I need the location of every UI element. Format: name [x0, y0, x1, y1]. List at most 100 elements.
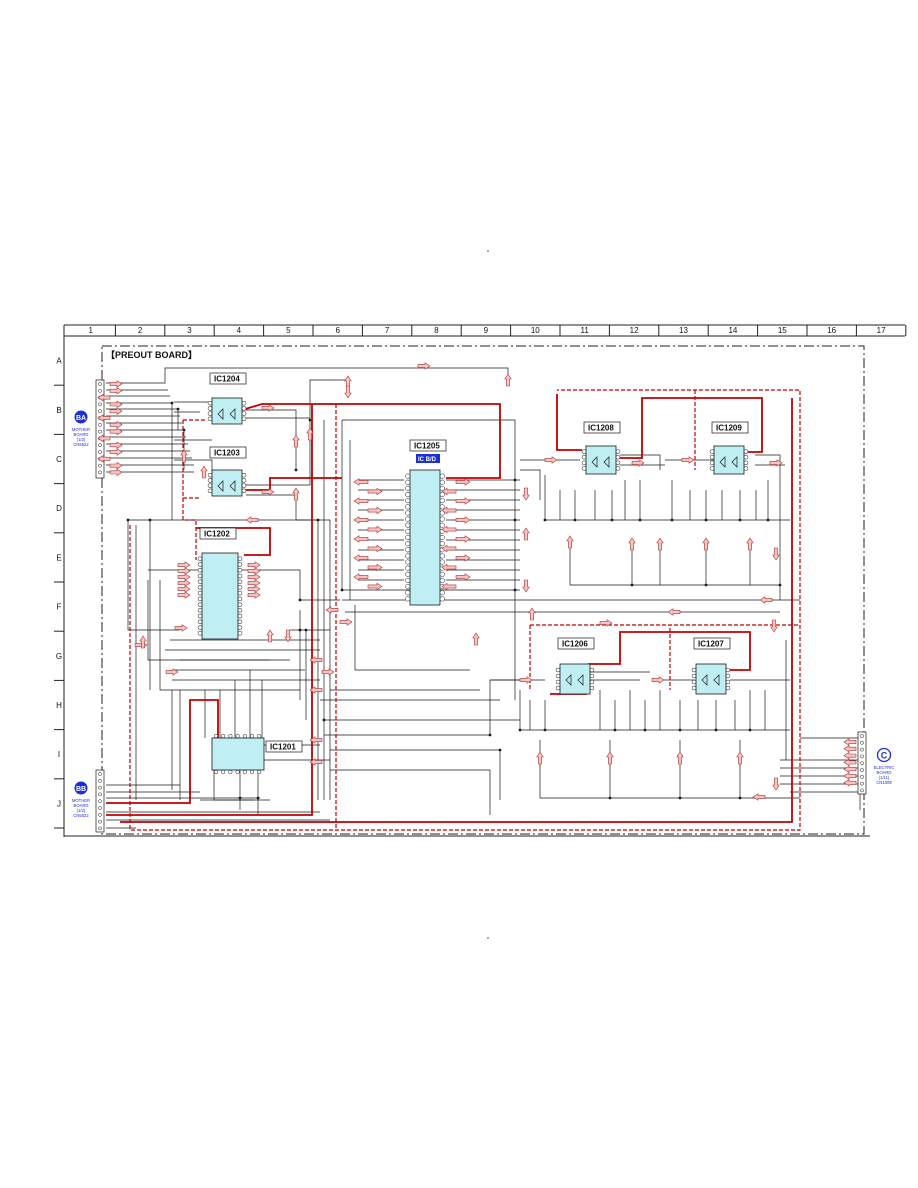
column-label-12: 12: [630, 326, 639, 335]
signal-arrow: [522, 487, 530, 501]
column-label-5: 5: [286, 326, 291, 335]
signal-arrow: [843, 772, 857, 780]
signal-arrow: [472, 632, 480, 646]
ic1201-label: IC1201: [265, 740, 303, 753]
signal-arrow: [247, 591, 261, 599]
signal-arrow: [109, 421, 123, 429]
signal-arrow: [628, 537, 636, 551]
signal-arrow: [631, 459, 645, 467]
column-label-7: 7: [385, 326, 390, 335]
signal-arrow: [455, 516, 471, 524]
svg-text:MOTHER: MOTHER: [72, 427, 90, 432]
signal-arrow: [177, 579, 191, 587]
signal-arrow: [177, 591, 191, 599]
row-label-H: H: [56, 701, 62, 710]
connector-c: C ELECTRIC BOARD (1/11) CN1008: [857, 731, 894, 795]
row-label-D: D: [56, 504, 62, 513]
row-label-F: F: [57, 603, 62, 612]
row-label-C: C: [56, 455, 62, 464]
signal-arrow: [441, 563, 457, 572]
signal-arrow: [339, 618, 353, 626]
signal-arrow: [455, 554, 471, 562]
signal-arrow: [367, 582, 383, 591]
svg-text:(1/11): (1/11): [879, 775, 890, 780]
ic1205-sublabel: IC B/D: [416, 454, 440, 463]
svg-text:IC1208: IC1208: [588, 424, 614, 433]
column-label-6: 6: [335, 326, 340, 335]
svg-text:BA: BA: [76, 415, 86, 422]
svg-text:IC1206: IC1206: [562, 640, 588, 649]
row-label-G: G: [56, 652, 62, 661]
svg-text:CN5522: CN5522: [73, 813, 89, 818]
signal-arrow: [344, 385, 352, 399]
signal-arrow: [174, 624, 188, 632]
signal-arrow: [325, 606, 339, 614]
signal-arrow: [109, 441, 123, 449]
column-label-17: 17: [877, 326, 886, 335]
signal-arrow: [261, 488, 275, 496]
svg-text:IC B/D: IC B/D: [418, 457, 437, 463]
column-label-10: 10: [531, 326, 540, 335]
signal-arrows: [97, 362, 857, 801]
signal-arrow: [180, 449, 188, 463]
signal-arrow: [455, 535, 471, 543]
signal-arrow: [134, 641, 148, 649]
signal-arrow: [367, 506, 383, 515]
signal-arrow: [177, 561, 191, 569]
ic1205-body: [409, 469, 441, 606]
signal-arrow: [109, 400, 123, 409]
signal-arrow: [177, 573, 191, 581]
signal-arrow: [165, 668, 179, 676]
signal-arrow: [843, 745, 857, 753]
signal-arrow: [367, 544, 383, 553]
signal-arrow: [367, 563, 383, 572]
row-label-A: A: [56, 357, 62, 366]
signal-arrow: [544, 456, 558, 464]
signal-arrow: [769, 459, 783, 467]
signal-arrow: [353, 535, 369, 543]
row-label-I: I: [58, 750, 60, 759]
svg-text:IC1202: IC1202: [204, 530, 230, 539]
signal-arrow: [519, 676, 533, 684]
ic1203-body: [211, 469, 243, 497]
signal-arrow: [504, 373, 512, 387]
svg-text:IC1209: IC1209: [716, 424, 742, 433]
signal-arrow: [772, 547, 780, 561]
board-outline: [101, 345, 865, 835]
signal-arrow: [455, 478, 471, 486]
column-label-4: 4: [237, 326, 242, 335]
connector-ba: BA MOTHER BOARD (1/2) CN5522: [72, 379, 105, 479]
signal-arrow: [367, 487, 383, 496]
svg-text:IC1207: IC1207: [698, 640, 724, 649]
signal-arrow: [292, 434, 300, 448]
signal-arrow: [309, 758, 323, 766]
svg-text:C: C: [881, 751, 888, 761]
signal-arrow: [606, 751, 614, 765]
signal-arrow: [109, 461, 123, 470]
junction-dots: [126, 401, 782, 800]
signal-arrow: [306, 427, 314, 441]
signal-arrow: [247, 573, 261, 581]
signal-arrow: [309, 736, 323, 744]
ic1202-label: IC1202: [199, 527, 237, 540]
signal-arrow: [109, 407, 123, 415]
svg-text:CN5522: CN5522: [73, 442, 89, 447]
signal-arrow: [309, 656, 323, 664]
ic-bodies: [197, 397, 749, 775]
column-label-1: 1: [88, 326, 93, 335]
signal-arrow: [353, 478, 369, 486]
signal-arrow: [284, 629, 292, 643]
signal-arrow: [367, 525, 383, 534]
ic-labels: IC1204 IC1203 IC1202 IC1201 IC1205 IC B/…: [199, 372, 749, 753]
signal-arrow: [245, 516, 259, 524]
signal-arrow: [843, 765, 857, 773]
signal-arrow: [843, 751, 857, 760]
signal-arrow: [667, 608, 681, 616]
ic1204-body: [211, 397, 243, 425]
signal-arrow: [522, 527, 530, 541]
connector-bb: BB MOTHER BOARD (1/2) CN5522: [72, 769, 105, 833]
grid-frame: [54, 324, 907, 837]
signal-arrow: [177, 567, 191, 575]
signal-arrow: [441, 506, 457, 515]
